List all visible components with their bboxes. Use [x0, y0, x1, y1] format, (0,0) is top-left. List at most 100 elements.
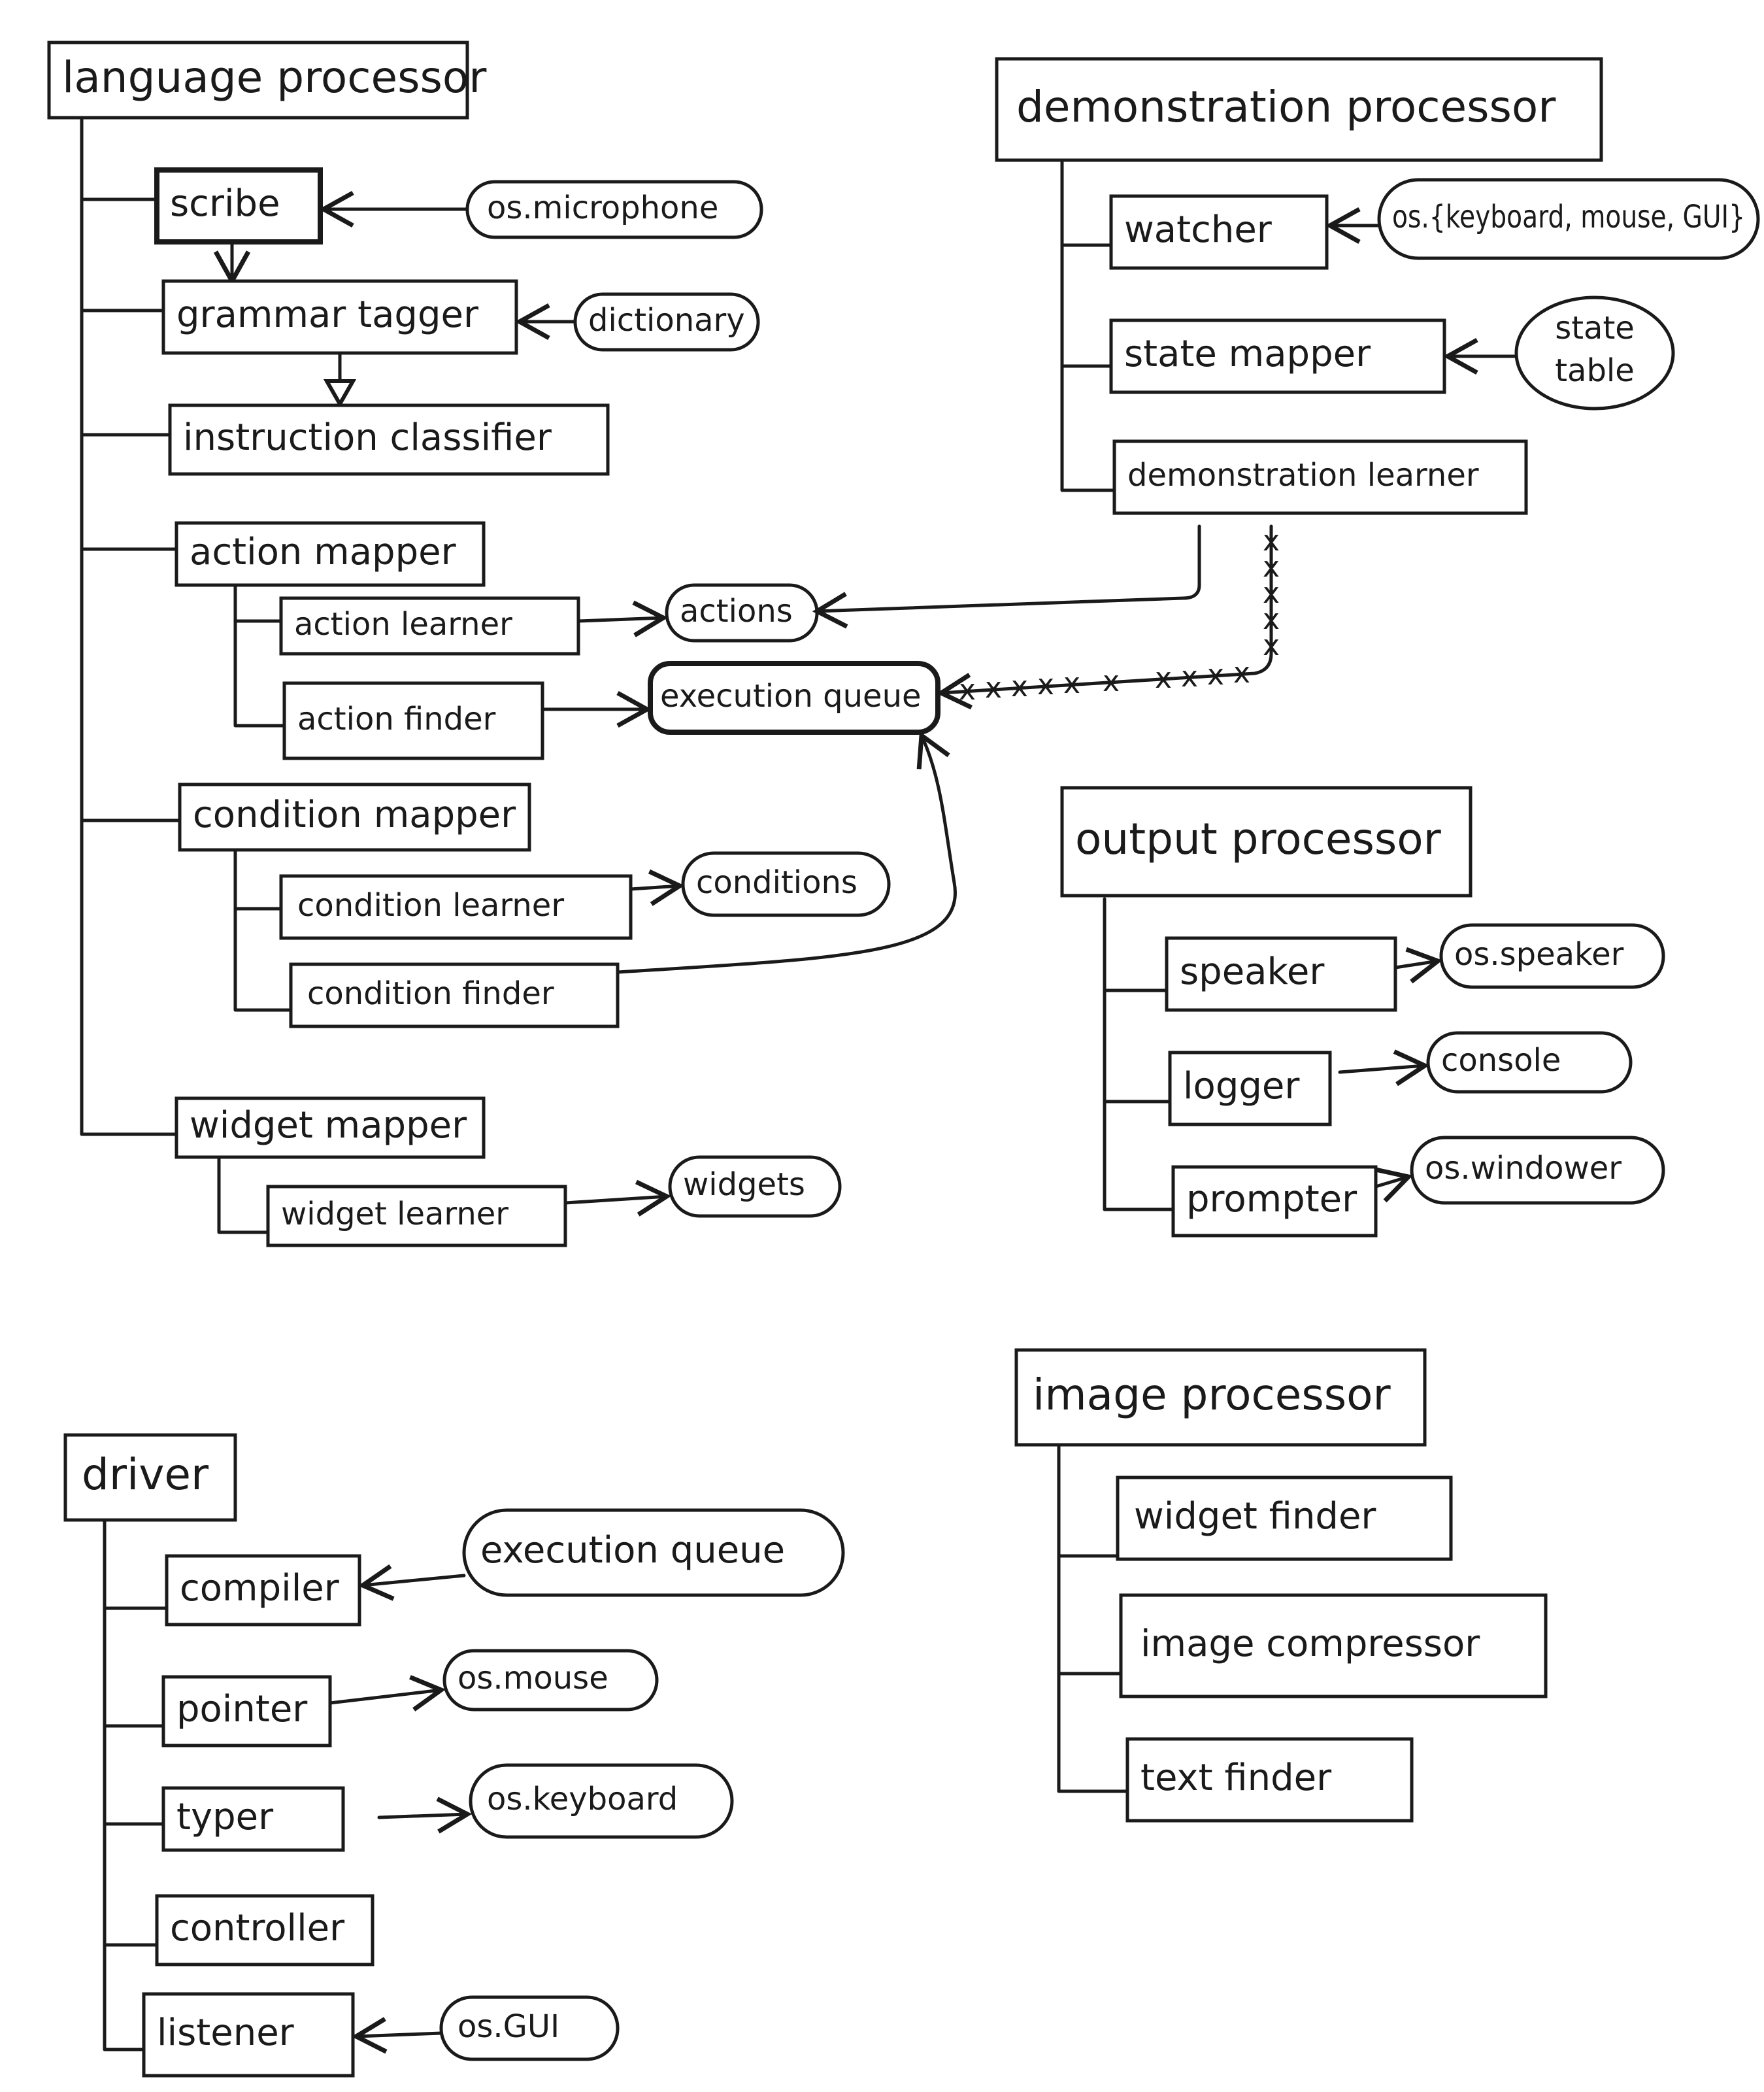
os-gui-label: os.GUI [458, 2008, 559, 2045]
logger-label: logger [1183, 1065, 1300, 1107]
widgets-label: widgets [683, 1166, 805, 1203]
link-mark: x [1263, 577, 1280, 610]
widget-learner-box: widget learner [266, 1185, 567, 1247]
dictionary-label: dictionary [588, 302, 745, 339]
driver-group: driver compiler execution queue pointer … [63, 1433, 845, 2078]
prompter-label: prompter [1186, 1178, 1357, 1221]
os-inputs-label: os.{keyboard, mouse, GUI} [1392, 199, 1745, 235]
widget-learner-to-widgets-arrow [563, 1179, 672, 1217]
logger-box: logger [1168, 1051, 1332, 1126]
link-mark: x [985, 671, 1002, 705]
state-mapper-box: state mapper [1109, 318, 1446, 394]
link-mark: x [1207, 658, 1224, 692]
prompter-to-os-windower-arrow [1374, 1167, 1413, 1203]
driver-tree [103, 1518, 169, 2051]
typer-box: typer [161, 1786, 345, 1852]
demonstration-learner-to-actions-arrow [812, 524, 1201, 629]
demonstration-learner-to-queue-link [936, 524, 1273, 710]
watcher-label: watcher [1124, 209, 1273, 251]
speaker-label: speaker [1180, 951, 1325, 993]
link-mark: x [1063, 667, 1080, 700]
state-table-label-line2: table [1555, 352, 1635, 389]
image-processor-box: image processor [1014, 1348, 1427, 1447]
prompter-box: prompter [1171, 1165, 1378, 1238]
link-mark: x [1181, 660, 1198, 694]
grammar-tagger-label: grammar tagger [176, 294, 479, 336]
demonstration-processor-tree [1060, 155, 1116, 492]
text-finder-box: text finder [1125, 1737, 1414, 1823]
demonstration-learner-label: demonstration learner [1127, 457, 1479, 494]
watcher-box: watcher [1109, 194, 1329, 270]
condition-finder-label: condition finder [307, 975, 554, 1012]
widget-finder-box: widget finder [1116, 1476, 1453, 1561]
link-mark: x [1263, 629, 1280, 662]
console-label: console [1441, 1042, 1561, 1079]
compiler-box: compiler [165, 1554, 361, 1627]
condition-learner-label: condition learner [297, 887, 564, 924]
os-gui-node: os.GUI [439, 1995, 620, 2061]
link-mark: x [1103, 665, 1120, 698]
action-mapper-box: action mapper [175, 521, 486, 587]
action-mapper-label: action mapper [190, 531, 457, 573]
widget-mapper-box: widget mapper [175, 1096, 486, 1159]
grammar-tagger-box: grammar tagger [161, 279, 518, 355]
link-mark: x [1233, 656, 1250, 690]
condition-finder-to-queue-arrow [616, 731, 957, 974]
os-windower-label: os.windower [1425, 1150, 1622, 1187]
widgets-node: widgets [668, 1155, 842, 1218]
image-processor-title: image processor [1033, 1370, 1391, 1420]
queue-to-compiler-arrow [358, 1564, 466, 1601]
os-keyboard-label: os.keyboard [487, 1781, 678, 1817]
action-learner-to-actions-arrow [576, 600, 669, 637]
text-finder-label: text finder [1140, 1757, 1332, 1799]
condition-learner-to-conditions-arrow [629, 869, 685, 906]
os-windower-node: os.windower [1410, 1136, 1665, 1205]
language-processor-tree [80, 80, 293, 1234]
link-mark: x [1011, 670, 1028, 703]
speaker-box: speaker [1165, 936, 1397, 1012]
output-processor-tree [1103, 897, 1175, 1211]
crossed-link-marks: x x x x x x x x x x x x x x x [959, 524, 1280, 707]
console-node: console [1426, 1031, 1633, 1094]
output-processor-box: output processor [1060, 786, 1473, 898]
link-mark: x [1263, 550, 1280, 584]
speaker-to-os-speaker-arrow [1393, 947, 1443, 984]
image-compressor-label: image compressor [1140, 1623, 1480, 1665]
condition-finder-box: condition finder [289, 962, 620, 1028]
image-compressor-box: image compressor [1119, 1593, 1548, 1698]
os-speaker-label: os.speaker [1454, 936, 1624, 973]
execution-queue-node: execution queue [648, 661, 940, 735]
driver-execution-queue-node: execution queue [462, 1508, 845, 1597]
os-microphone-label: os.microphone [487, 190, 718, 226]
link-mark: x [1263, 524, 1280, 558]
pointer-box: pointer [161, 1675, 332, 1747]
instruction-classifier-box: instruction classifier [168, 403, 610, 476]
actions-label: actions [680, 593, 793, 630]
instruction-classifier-label: instruction classifier [183, 416, 552, 459]
os-mouse-node: os.mouse [442, 1649, 659, 1712]
conditions-label: conditions [696, 864, 857, 901]
logger-to-console-arrow [1338, 1049, 1430, 1087]
demonstration-processor-group: demonstration processor watcher os.{keyb… [812, 57, 1760, 710]
os-speaker-node: os.speaker [1439, 923, 1665, 989]
language-processor-title: language processor [62, 52, 487, 103]
execution-queue-label: execution queue [660, 678, 922, 715]
output-processor-title: output processor [1075, 814, 1442, 864]
state-mapper-label: state mapper [1124, 333, 1371, 375]
listener-label: listener [157, 2012, 295, 2054]
output-processor-group: output processor speaker os.speaker logg… [1060, 786, 1665, 1238]
pointer-to-os-mouse-arrow [328, 1675, 446, 1712]
os-keyboard-node: os.keyboard [469, 1763, 734, 1839]
image-processor-group: image processor widget finder image comp… [1014, 1348, 1548, 1823]
os-inputs-node: os.{keyboard, mouse, GUI} [1377, 178, 1760, 260]
driver-title: driver [82, 1449, 209, 1500]
controller-box: controller [155, 1894, 374, 1966]
image-processor-tree [1057, 1443, 1129, 1793]
conditions-node: conditions [681, 851, 891, 917]
controller-label: controller [170, 1907, 345, 1949]
action-learner-label: action learner [294, 606, 512, 643]
state-table-node: state table [1514, 295, 1675, 411]
condition-mapper-box: condition mapper [178, 783, 531, 852]
demonstration-processor-box: demonstration processor [995, 57, 1603, 162]
link-mark: x [1155, 662, 1172, 695]
